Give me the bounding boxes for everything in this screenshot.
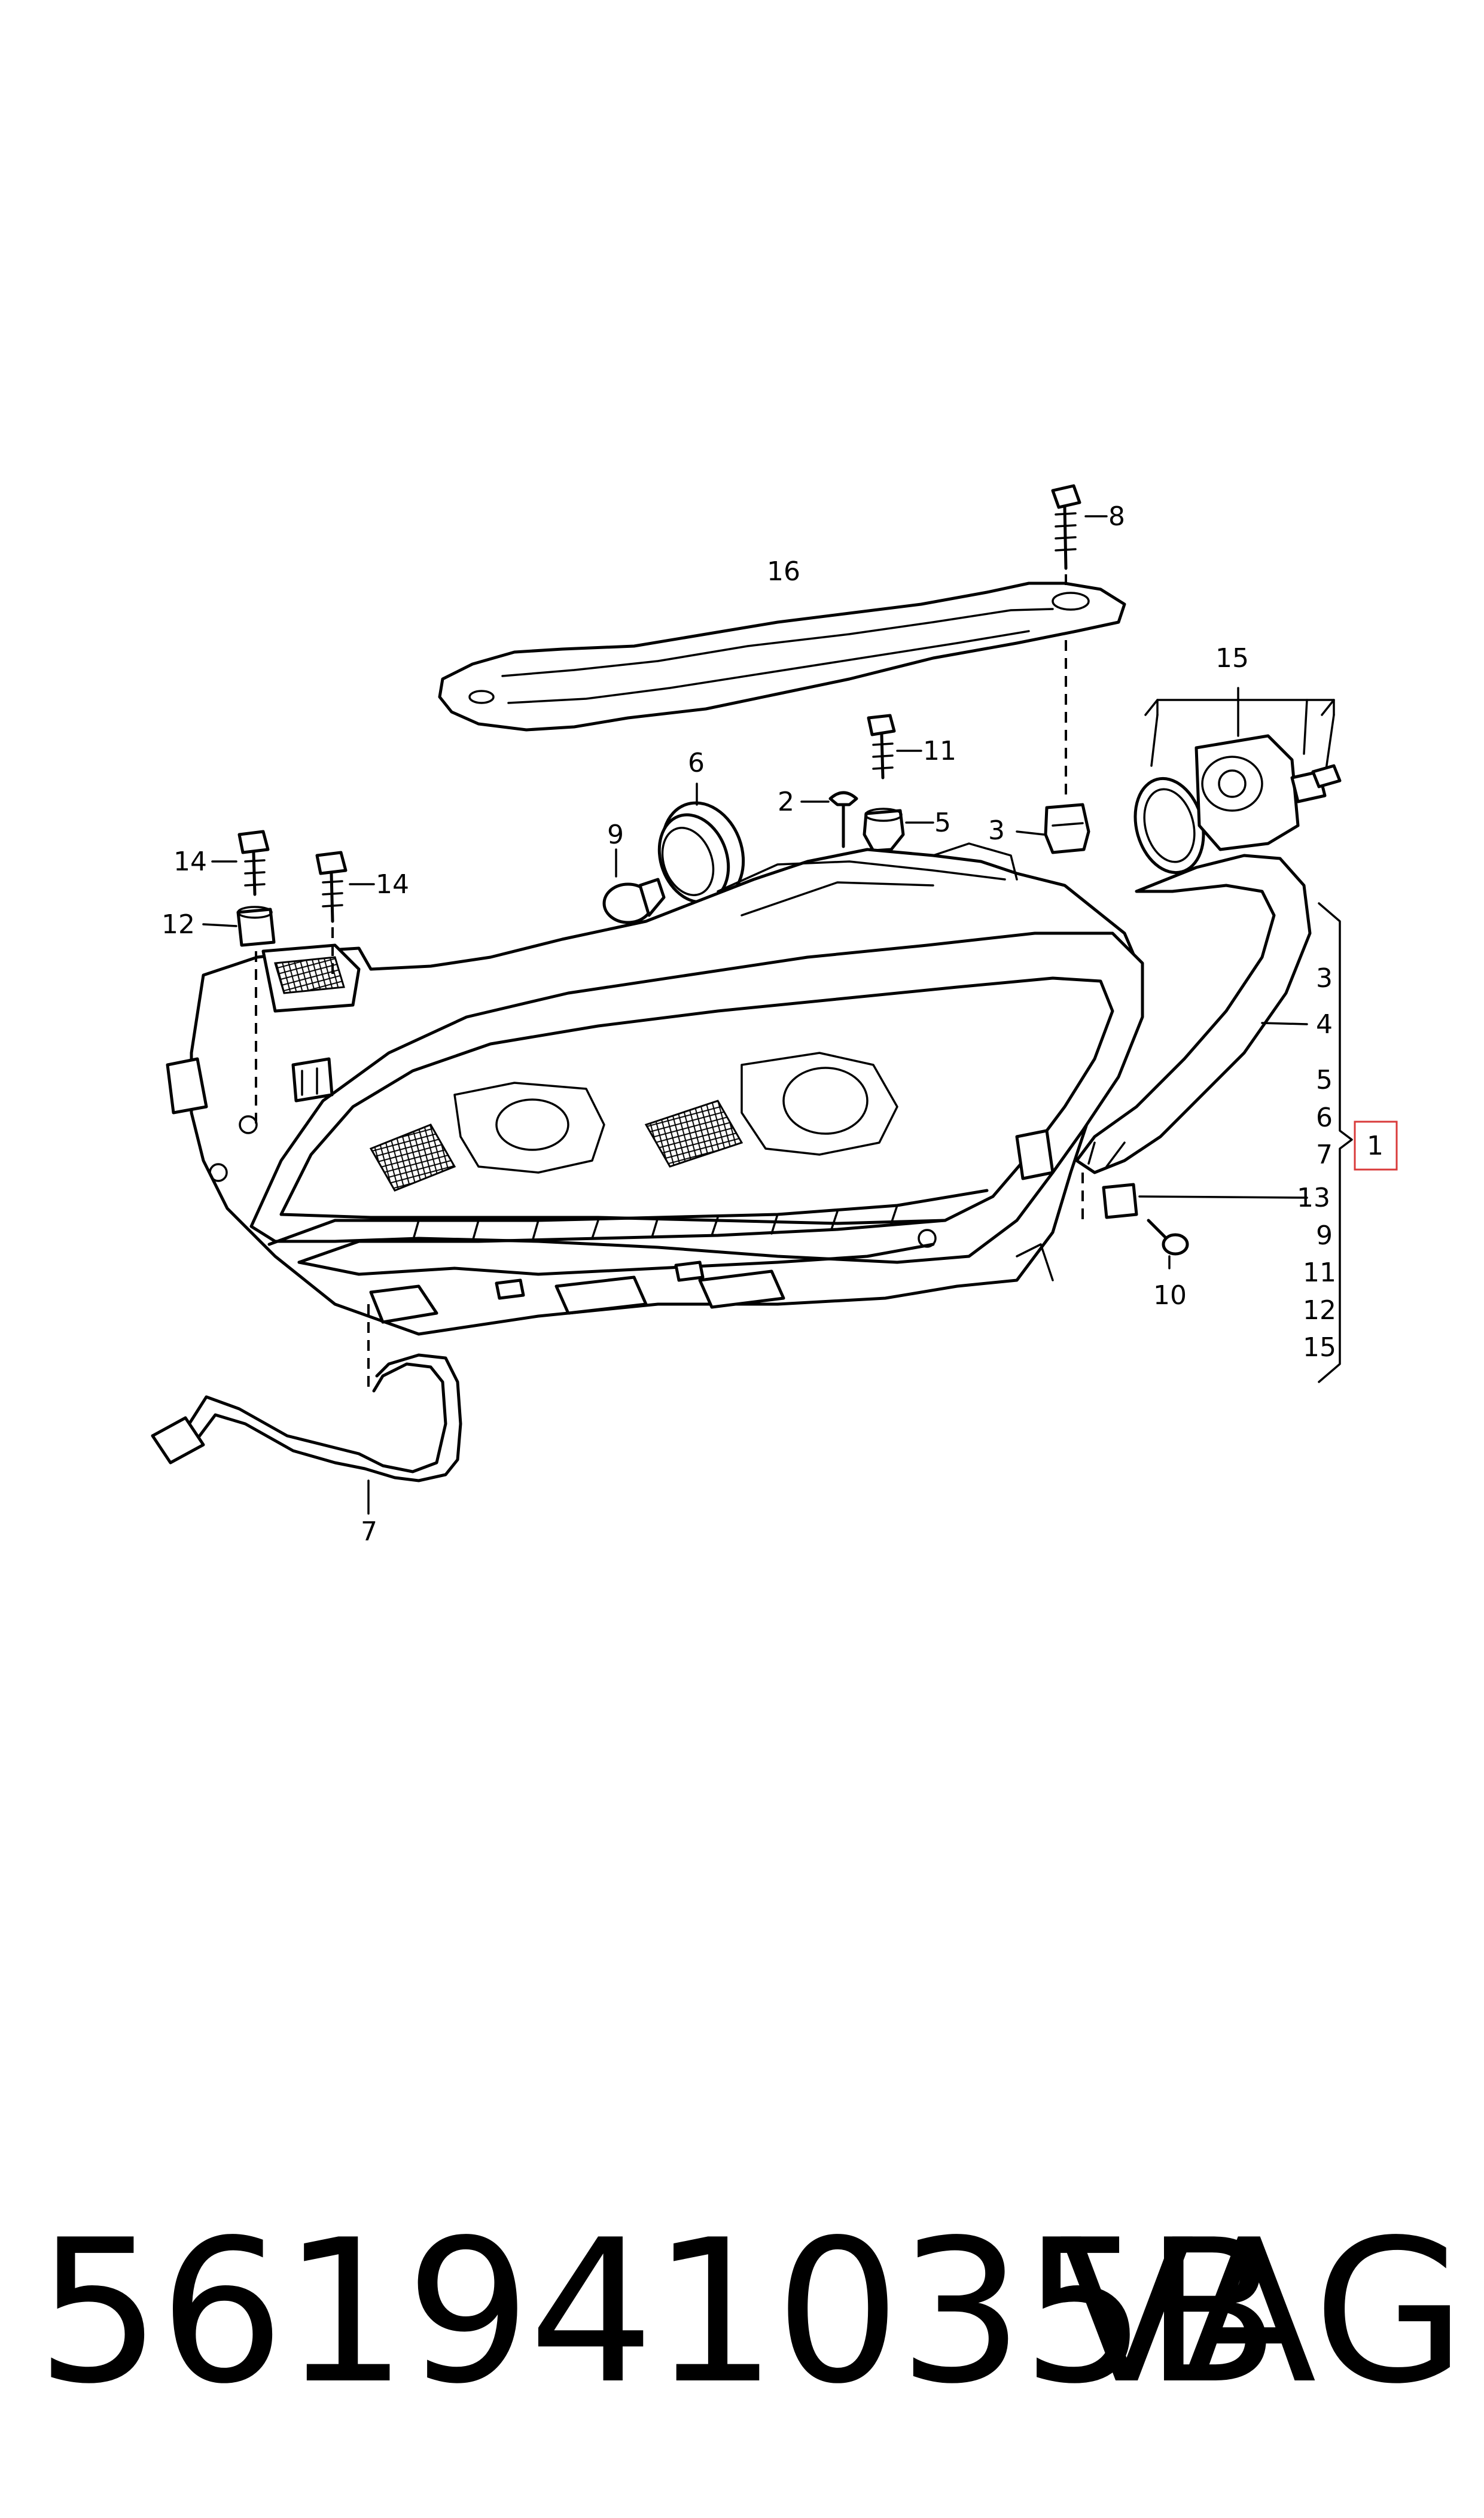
grommet-12 bbox=[202, 906, 276, 947]
mounting-bracket bbox=[438, 581, 1126, 732]
bolt-14-left bbox=[211, 830, 270, 896]
wiring-harness-7 bbox=[151, 1304, 462, 1515]
callout-1: 1 bbox=[1367, 1131, 1384, 1161]
bolt-8 bbox=[1051, 484, 1108, 570]
highlight-box bbox=[1354, 1121, 1398, 1171]
callout-14-right: 14 bbox=[376, 869, 409, 900]
list-item-11: 11 bbox=[1303, 1258, 1336, 1288]
callout-2: 2 bbox=[778, 787, 794, 817]
headlight-exploded-diagram: 16 8 15 6 11 2 5 3 9 14 14 12 10 13 7 1 … bbox=[151, 484, 1398, 1547]
list-bracket bbox=[1318, 902, 1353, 1383]
plug-2 bbox=[800, 791, 858, 848]
list-item-12: 12 bbox=[1303, 1295, 1336, 1326]
callout-5-top: 5 bbox=[934, 808, 951, 838]
list-item-9: 9 bbox=[1316, 1220, 1333, 1251]
callout-6-top: 6 bbox=[688, 748, 705, 778]
screw-10 bbox=[1147, 1219, 1189, 1269]
callout-13-top: 13 bbox=[1297, 1183, 1330, 1213]
callout-12-left: 12 bbox=[161, 909, 195, 940]
callout-14-left: 14 bbox=[173, 847, 207, 877]
list-item-5: 5 bbox=[1316, 1065, 1333, 1095]
clip-13 bbox=[1081, 1173, 1308, 1220]
list-item-7: 7 bbox=[1316, 1140, 1333, 1170]
brand-name: VAG bbox=[1059, 2197, 1466, 2427]
callout-9-top: 9 bbox=[607, 820, 624, 850]
list-item-3: 3 bbox=[1316, 963, 1333, 994]
callout-7-bottom: 7 bbox=[361, 1517, 377, 1547]
part-number: 561941035B bbox=[36, 2197, 1280, 2427]
grommet-5 bbox=[863, 808, 934, 852]
leveling-module-15 bbox=[1133, 687, 1342, 875]
clip-3 bbox=[1016, 803, 1090, 854]
screw-11 bbox=[867, 714, 922, 780]
bolt-14-right bbox=[315, 851, 375, 923]
bulb-9 bbox=[602, 848, 666, 924]
callout-10: 10 bbox=[1153, 1280, 1187, 1311]
callout-3-top: 3 bbox=[988, 815, 1005, 846]
list-item-15: 15 bbox=[1303, 1332, 1336, 1363]
callout-8: 8 bbox=[1108, 501, 1125, 532]
callout-16: 16 bbox=[767, 556, 800, 587]
trim-strip-4 bbox=[1075, 854, 1312, 1174]
list-item-4: 4 bbox=[1316, 1009, 1333, 1040]
callout-11-top: 11 bbox=[923, 736, 956, 766]
list-item-6: 6 bbox=[1316, 1103, 1333, 1133]
headlight-housing bbox=[166, 842, 1144, 1336]
callout-15-top: 15 bbox=[1215, 643, 1249, 674]
